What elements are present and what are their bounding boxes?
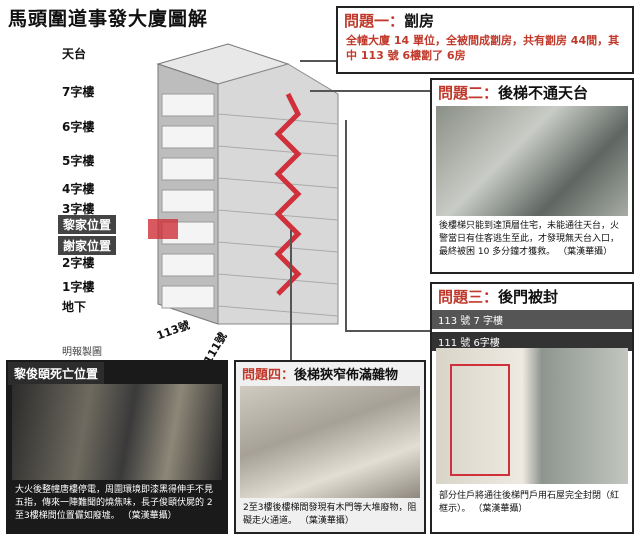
floor-label-2f: 2字樓 (62, 256, 95, 270)
floor-label-4f: 4字樓 (62, 182, 95, 196)
death-location-title: 黎俊頤死亡位置 (8, 362, 105, 385)
issue-2-photo (436, 106, 628, 216)
floor-label-1f: 1字樓 (62, 280, 95, 294)
issue-4-title: 後梯狹窄佈滿雜物 (294, 368, 399, 383)
issue-3-panel: 問題三：後門被封 113 號 7 字樓 111 號 6字樓 部分住戶將通往後梯門… (430, 282, 634, 534)
issue-1-title: 劏房 (404, 12, 435, 30)
issue-3-caption: 部分住戶將通往後梯門戶用石屋完全封閉（紅框示）。 (439, 491, 620, 514)
floor-label-rooftop: 天台 (62, 47, 87, 61)
issue-1-tag: 問題一： (344, 12, 405, 30)
issue-3-title: 後門被封 (498, 288, 559, 306)
connector-line-q2 (310, 90, 432, 92)
issue-3-photo (436, 348, 628, 484)
connector-line-q4 (290, 230, 292, 360)
issue-2-tag: 問題二： (438, 84, 499, 102)
floor-label-ground: 地下 (62, 300, 87, 314)
sealed-door-red-frame (450, 364, 510, 476)
building-cutaway-illustration (148, 43, 339, 325)
issue-2-title: 後梯不通天台 (498, 84, 589, 102)
issue-2-photo-credit: （葉漢華攝） (558, 247, 613, 257)
issue-4-photo (240, 386, 420, 498)
issue-3-tag: 問題三： (438, 288, 499, 306)
issue-3-sublabel-113: 113 號 7 字樓 (432, 310, 632, 329)
tse-family-location-label: 謝家位置 (58, 236, 117, 255)
issue-1-panel: 問題一：劏房 全幢大廈 14 單位，全被間成劏房，共有劏房 44間，其中 113… (336, 6, 634, 74)
connector-line-q3 (345, 120, 347, 330)
lai-family-location-label: 黎家位置 (58, 215, 117, 234)
connector-line-q3-h (345, 330, 435, 332)
issue-3-sublabel-111: 111 號 6字樓 (432, 332, 632, 351)
death-location-panel: 黎俊頤死亡位置 大火後整幢唐樓停電，周圍環境即漆黑得伸手不見五指，傳來一陣難聞的… (6, 360, 228, 534)
issue-4-caption: 2至3樓後樓梯間發現有木門等大堆廢物，阻礙走火通道。 (243, 503, 417, 526)
issue-1-text: 全幢大廈 14 單位，全被間成劏房，共有劏房 44間，其中 113 號 6樓劏了… (346, 34, 620, 62)
floor-label-6f: 6字樓 (62, 120, 95, 134)
issue-2-caption: 後樓梯只能到達頂層住宅，未能通往天台，火警當日有住客逃生至此，才發現無天台入口，… (439, 221, 620, 257)
connector-line-q1 (300, 60, 352, 62)
death-location-photo-credit: （葉漢華攝） (122, 511, 177, 521)
graphic-credit: 明報製圖 (62, 347, 102, 358)
issue-4-photo-credit: （葉漢華攝） (299, 516, 354, 526)
death-location-photo (12, 384, 222, 480)
issue-2-panel: 問題二：後梯不通天台 後樓梯只能到達頂層住宅，未能通往天台，火警當日有住客逃生至… (430, 78, 634, 274)
death-location-caption: 大火後整幢唐樓停電，周圍環境即漆黑得伸手不見五指，傳來一陣難聞的燒焦味，長子俊頤… (15, 485, 214, 521)
floor-label-7f: 7字樓 (62, 85, 95, 99)
issue-4-tag: 問題四： (242, 368, 295, 383)
page-title: 馬頭圍道事發大廈圖解 (8, 8, 209, 30)
floor-label-3f: 3字樓 (62, 202, 95, 216)
issue-3-photo-credit: （葉漢華攝） (473, 504, 528, 514)
floor-label-5f: 5字樓 (62, 154, 95, 168)
issue-4-panel: 問題四：後梯狹窄佈滿雜物 2至3樓後樓梯間發現有木門等大堆廢物，阻礙走火通道。 … (234, 360, 426, 534)
